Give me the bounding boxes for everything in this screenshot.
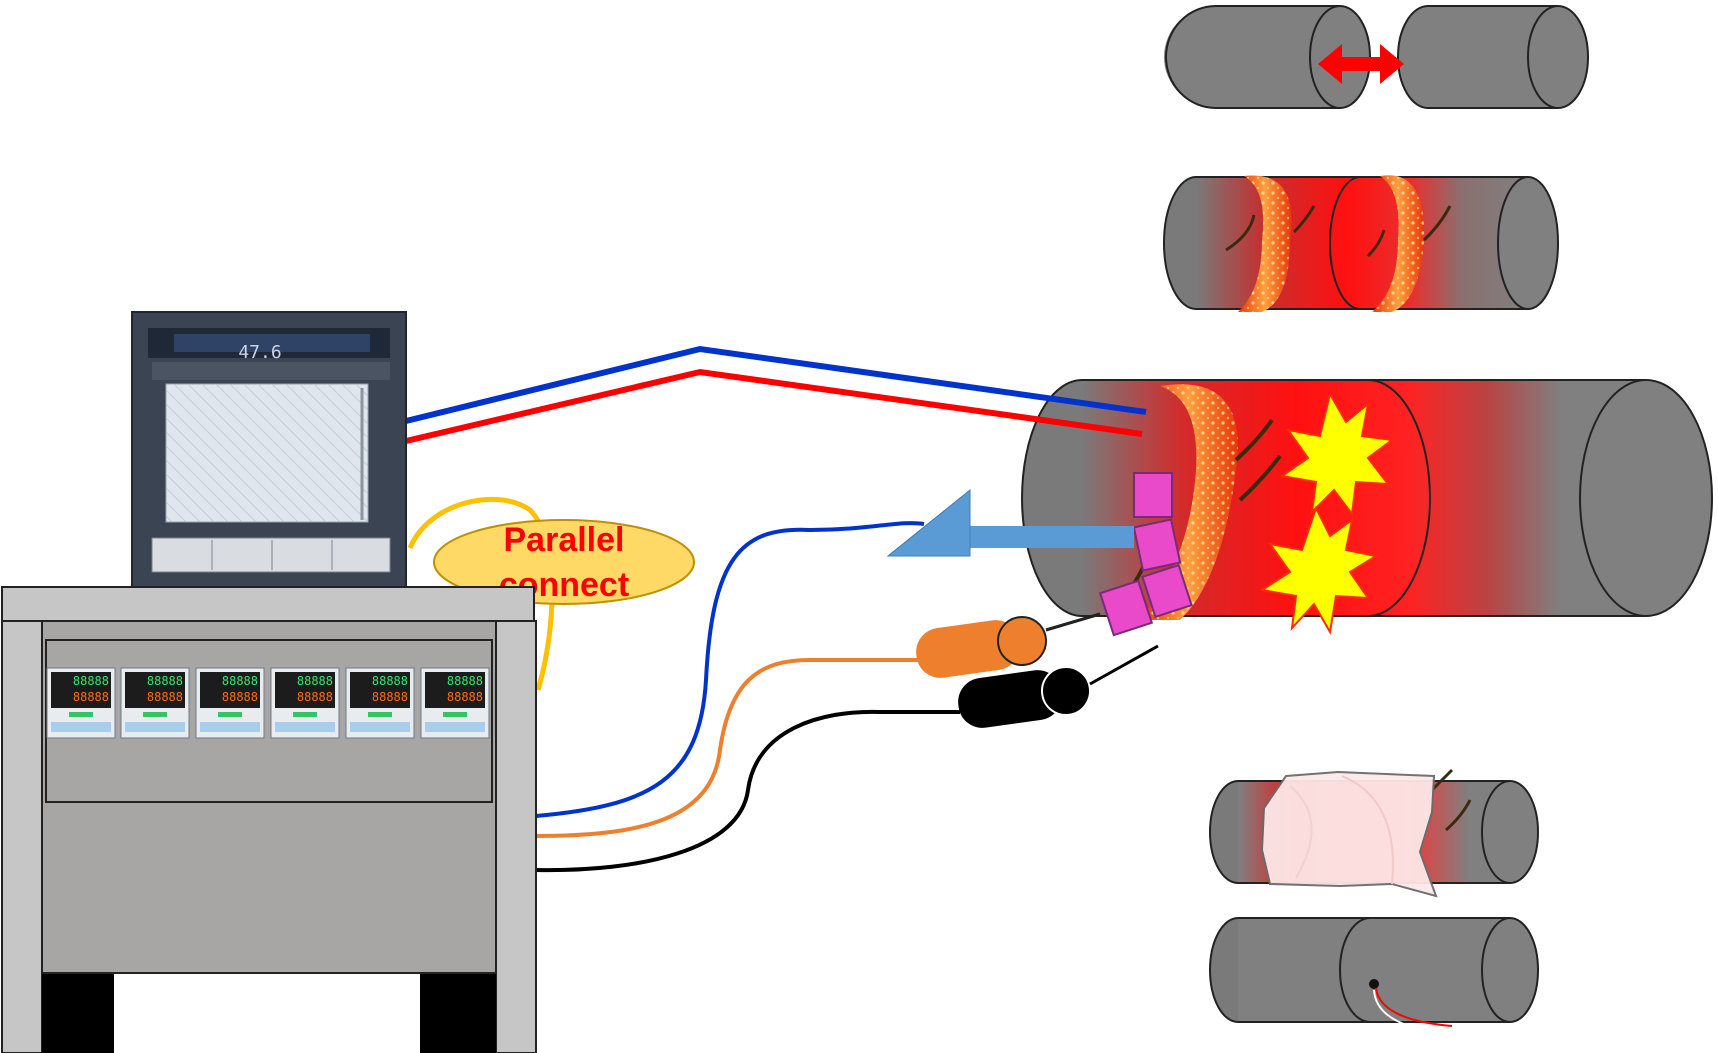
insulation-blanket	[1260, 770, 1438, 898]
parallel-wire	[407, 496, 555, 691]
controller-sv: 88888	[73, 690, 109, 704]
power-cable-orange	[535, 612, 1101, 838]
power-cable-black	[535, 644, 1159, 873]
temperature-controller: 88888 88888	[270, 667, 340, 739]
controller-pv: 88888	[372, 674, 408, 688]
pipe-gap-view	[1164, 5, 1589, 109]
thermocouple-icon	[1369, 979, 1453, 1035]
starburst-icon	[1259, 505, 1379, 635]
controller-pv: 88888	[147, 674, 183, 688]
pipe-main-heating-view	[1021, 379, 1713, 635]
starburst-icon	[1279, 391, 1395, 517]
controller-sv: 88888	[222, 690, 258, 704]
pipe-left-segment	[1164, 5, 1371, 109]
controller-sv: 88888	[297, 690, 333, 704]
thermocouple-pad-array	[1098, 472, 1193, 637]
control-cabinet: 88888 88888 88888 88888 88888 88888	[1, 586, 537, 1053]
ceramic-pad-heater-icon	[1366, 175, 1452, 312]
temperature-controller-row: 88888 88888 88888 88888 88888 88888	[46, 667, 490, 739]
pipe-insulated-view	[1209, 768, 1539, 898]
ceramic-pad-heater-icon	[1225, 175, 1316, 312]
double-arrow-icon	[1318, 44, 1404, 84]
label-line-1: Parallel	[504, 521, 625, 559]
controller-pv: 88888	[297, 674, 333, 688]
temperature-controller: 88888 88888	[345, 667, 415, 739]
controller-sv: 88888	[372, 690, 408, 704]
controller-sv: 88888	[447, 690, 483, 704]
controller-pv: 88888	[73, 674, 109, 688]
recorder-display: 47.6	[238, 342, 281, 363]
pipe-finished-view	[1209, 917, 1539, 1035]
controller-pv: 88888	[447, 674, 483, 688]
temperature-controller: 88888 88888	[195, 667, 265, 739]
controller-pv: 88888	[222, 674, 258, 688]
heat-flow-arrow-icon	[886, 488, 1134, 557]
recorder-thermocouple-wires	[405, 345, 1147, 444]
pipe-right-segment	[1397, 5, 1589, 109]
chart-recorder: 47.6	[131, 311, 407, 589]
controller-sv: 88888	[147, 690, 183, 704]
pipe-preheat-view	[1163, 175, 1559, 312]
parallel-connect-label: Parallel connect	[433, 519, 695, 605]
control-wire-blue	[535, 521, 925, 818]
temperature-controller: 88888 88888	[46, 667, 116, 739]
recorder-chart-paper	[165, 383, 369, 523]
temperature-controller: 88888 88888	[120, 667, 190, 739]
temperature-controller: 88888 88888	[420, 667, 490, 739]
